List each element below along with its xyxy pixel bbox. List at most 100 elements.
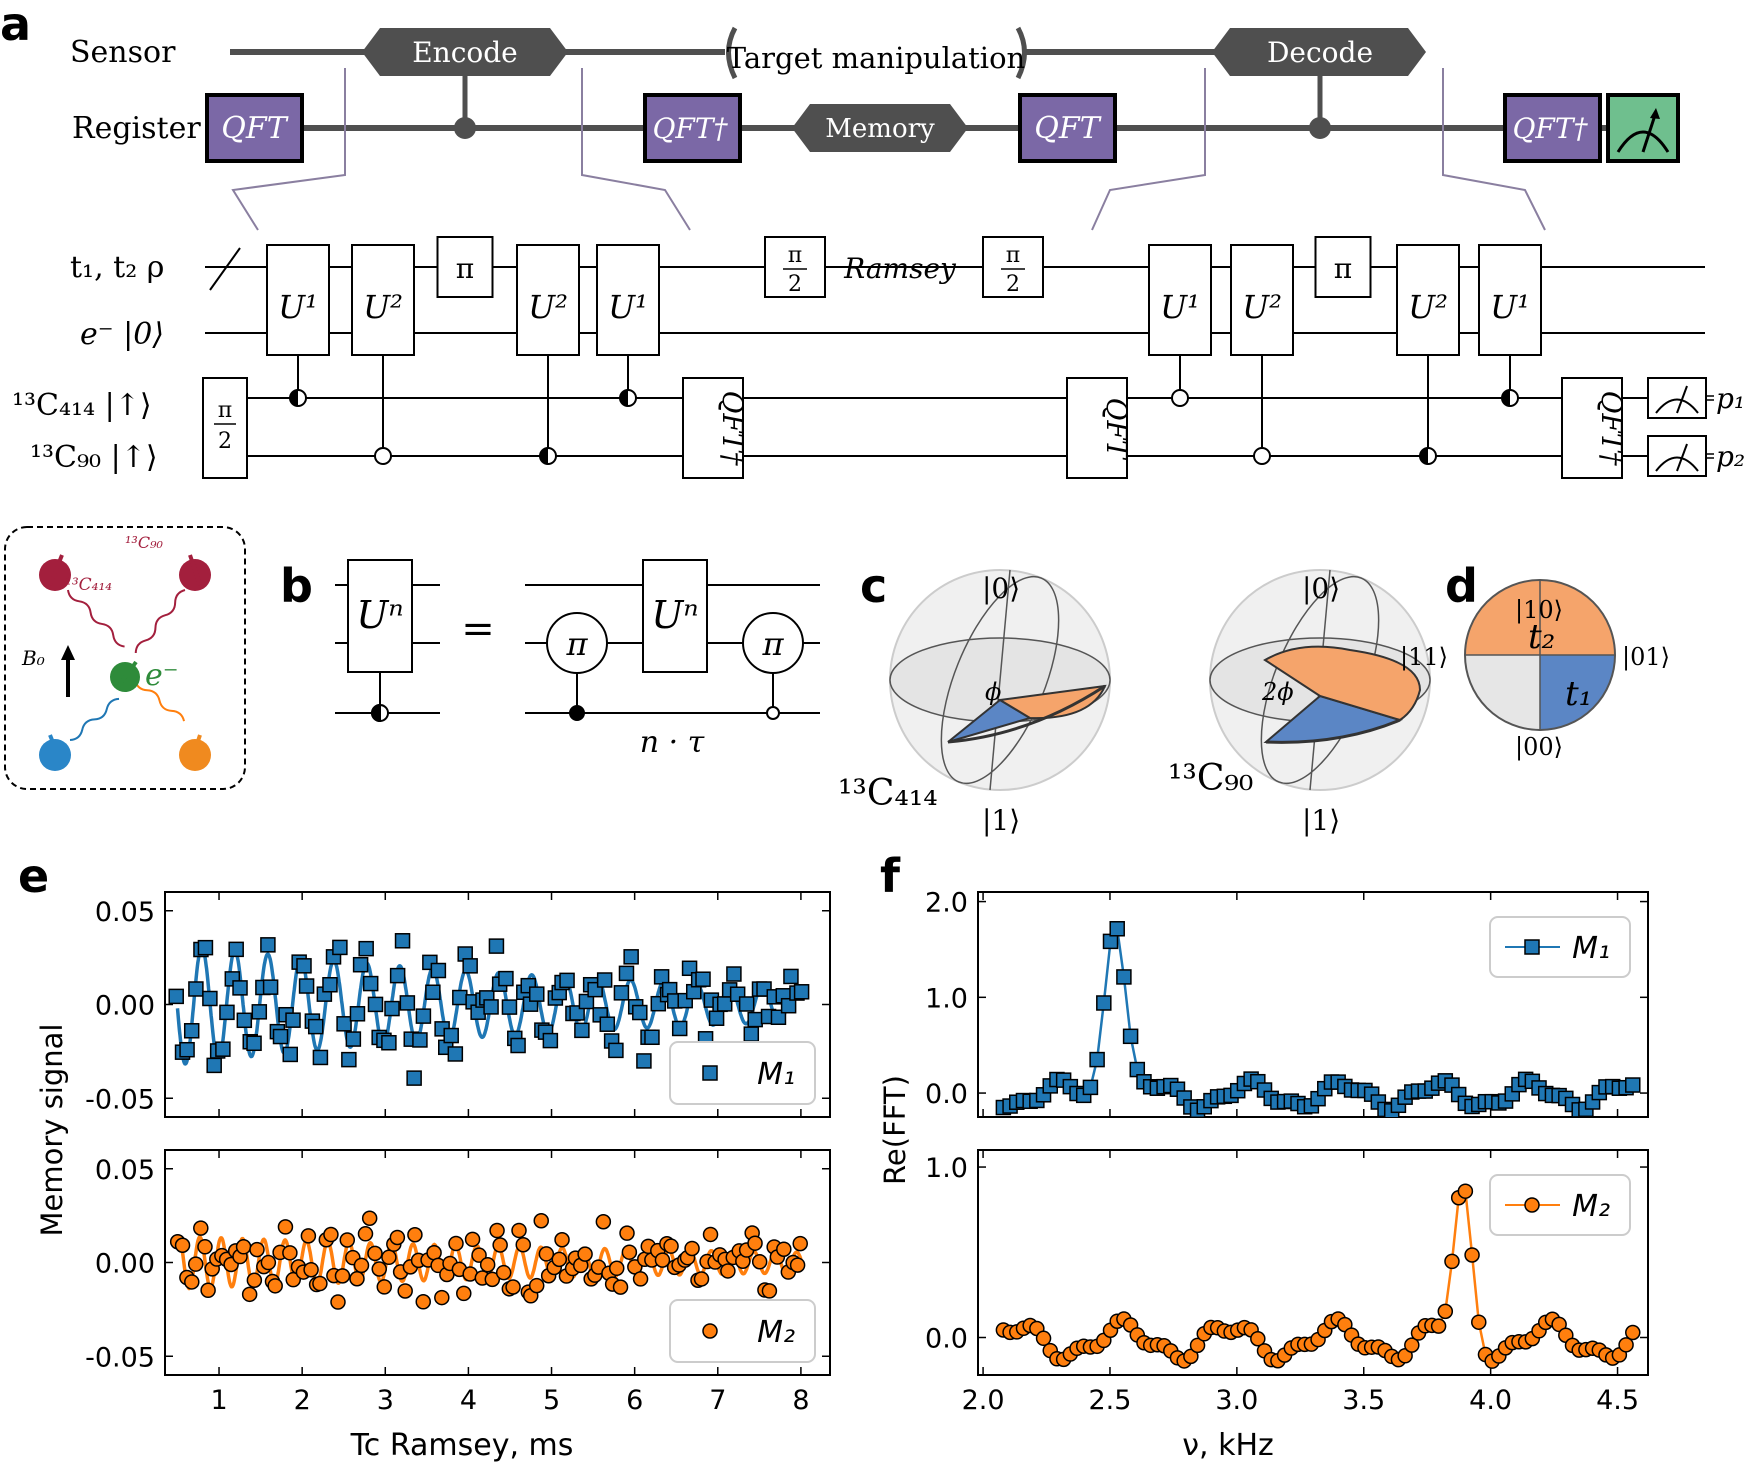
data-point	[743, 1026, 760, 1042]
data-point	[399, 995, 416, 1011]
data-point	[184, 1274, 200, 1290]
data-point	[285, 1271, 301, 1288]
legend: M₁	[1489, 916, 1631, 978]
data-point	[394, 933, 411, 949]
bloch-414-phi: ϕ	[985, 678, 1001, 706]
memory-label: Memory	[825, 114, 935, 144]
data-point	[738, 996, 755, 1012]
y-tick-label: 0.0	[925, 1079, 968, 1110]
data-point	[200, 1282, 216, 1299]
control-dot	[1171, 389, 1189, 407]
u-gate: U¹	[266, 244, 330, 407]
y-tick-label: 0.00	[95, 1249, 155, 1280]
data-point	[296, 958, 312, 974]
data-point	[298, 978, 315, 994]
pi-half-gate: π2	[764, 236, 826, 298]
data-point	[251, 1004, 268, 1020]
data-point	[608, 1042, 624, 1059]
data-point	[168, 988, 184, 1005]
decode-block	[1212, 28, 1426, 76]
panel-b-un-rhs: Uⁿ	[651, 593, 698, 637]
x-tick-label: 4	[460, 1385, 477, 1416]
plot-f-top: 2.01.00.0M₁	[925, 888, 1649, 1118]
data-point	[415, 1294, 431, 1310]
data-point	[747, 1235, 763, 1251]
data-point	[277, 1219, 294, 1235]
data-point	[389, 967, 406, 984]
data-point	[312, 1049, 329, 1066]
data-point	[193, 1220, 209, 1236]
u-gate: U²	[516, 244, 580, 465]
inset-electron: e⁻	[145, 658, 179, 693]
data-point	[789, 1257, 806, 1273]
data-point	[339, 1232, 356, 1248]
data-point	[260, 1254, 277, 1271]
axes-frame	[977, 891, 1649, 1118]
data-point	[452, 989, 468, 1006]
svg-text:U¹: U¹	[1490, 288, 1530, 326]
x-tick-label: 7	[709, 1385, 726, 1416]
bloch-90-label: ¹³C₉₀	[1168, 758, 1253, 799]
panel-letter-d: d	[1445, 559, 1478, 613]
spectrum-point	[1109, 921, 1125, 937]
data-point	[448, 1235, 464, 1252]
spectrum-point	[1082, 1079, 1099, 1096]
data-point	[303, 1261, 319, 1278]
data-point	[272, 1028, 289, 1045]
target-label: Target manipulation	[727, 41, 1025, 75]
data-point	[232, 980, 248, 996]
wire-label-c90: ¹³C₉₀ |↑⟩	[30, 440, 158, 475]
measure-p2	[1647, 435, 1714, 477]
data-point	[174, 1237, 191, 1254]
data-point	[484, 1271, 501, 1288]
wheel-t1: t₁	[1565, 674, 1592, 714]
bloch-sphere-90	[1209, 569, 1431, 791]
data-point	[510, 1037, 526, 1054]
wheel-t2: t₂	[1528, 617, 1555, 657]
data-point	[644, 1029, 660, 1046]
svg-text:U²: U²	[363, 288, 403, 326]
data-point	[761, 1283, 778, 1299]
data-point	[282, 1245, 298, 1261]
data-point	[708, 1010, 725, 1026]
data-point	[533, 1212, 549, 1229]
x-tick-label: 4.5	[1596, 1385, 1639, 1416]
memory-block	[792, 104, 968, 152]
data-point	[412, 1032, 428, 1048]
y-tick-label: 1.0	[925, 1153, 968, 1184]
svg-text:U²: U²	[1408, 288, 1448, 326]
spectrum-point	[1035, 1330, 1052, 1347]
bloch-414-label: ¹³C₄₁₄	[838, 773, 938, 814]
data-point	[574, 1022, 590, 1039]
target-bracket-right	[1015, 26, 1027, 80]
spectrum-point	[1430, 1318, 1447, 1334]
data-point	[188, 981, 204, 997]
data-point	[595, 1213, 612, 1230]
data-point	[609, 1260, 625, 1277]
spectrum-point	[1437, 1303, 1454, 1320]
x-tick-label: 3.5	[1342, 1385, 1385, 1416]
data-point	[479, 1256, 496, 1273]
svg-text:U¹: U¹	[278, 288, 318, 326]
data-point	[262, 979, 279, 995]
data-point	[632, 1004, 648, 1021]
data-point	[397, 1283, 413, 1299]
panel-f-ylabel: Re(FFT)	[878, 1075, 912, 1185]
data-point	[358, 940, 374, 957]
u-gate: U²	[1396, 244, 1460, 465]
panel-b-pi-right: π	[761, 625, 784, 663]
data-point	[577, 1246, 593, 1262]
data-point	[498, 970, 514, 987]
panel-b-equals: =	[461, 606, 495, 652]
data-point	[367, 1245, 383, 1262]
data-point	[654, 1252, 671, 1268]
data-point	[349, 1271, 365, 1287]
y-tick-label: -0.05	[85, 1084, 155, 1115]
panel-letter-c: c	[860, 559, 887, 613]
svg-text:π: π	[1334, 252, 1352, 285]
data-point	[511, 1222, 527, 1239]
wheel-ket11: |11⟩	[1400, 643, 1448, 672]
